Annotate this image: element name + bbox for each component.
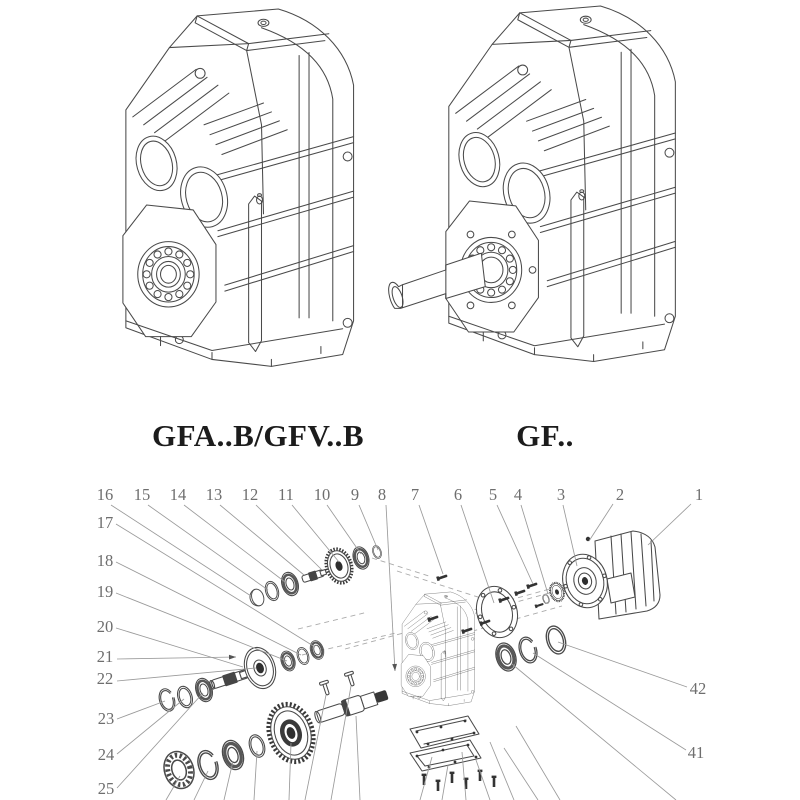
svg-text:6: 6: [454, 485, 462, 504]
callout-25: 25: [98, 692, 204, 798]
part-bearing: [277, 568, 303, 600]
part-bearing: [349, 543, 373, 573]
part-circlip: [515, 634, 541, 666]
svg-text:3: 3: [557, 485, 565, 504]
callout-13: 13: [206, 485, 305, 576]
callout-layer: 1234567891011121314151617181920212223242…: [97, 485, 707, 798]
callout-21: 21: [97, 647, 237, 666]
callout-12: 12: [242, 485, 322, 570]
callout-11: 11: [278, 485, 340, 563]
part-key: [343, 670, 358, 688]
callout-17: 17: [97, 513, 316, 648]
motor: [562, 530, 661, 620]
model-label-gfab: GFA..B/GFV..B: [151, 418, 365, 453]
part-ring-small: [541, 593, 551, 605]
gasket: [409, 715, 480, 749]
svg-text:9: 9: [351, 485, 359, 504]
svg-text:2: 2: [616, 485, 624, 504]
callout-9: 9: [351, 485, 379, 551]
part-shaft: [207, 666, 252, 692]
input-shaft-parts: [247, 543, 384, 609]
part-bearing: [277, 648, 299, 674]
svg-text:25: 25: [98, 779, 115, 798]
svg-text:13: 13: [206, 485, 223, 504]
model-label-gf: GF..: [516, 418, 574, 453]
svg-text:12: 12: [242, 485, 259, 504]
callout-16: 16: [97, 485, 252, 597]
svg-text:1: 1: [695, 485, 703, 504]
svg-text:18: 18: [97, 551, 114, 570]
part-gear: [320, 544, 358, 588]
part-output-gear: [262, 699, 320, 767]
gearbox-drawing-gfab: [122, 8, 355, 367]
svg-text:11: 11: [278, 485, 294, 504]
callout-41: 41: [532, 652, 705, 762]
svg-text:14: 14: [170, 485, 187, 504]
part-bolt: [514, 588, 526, 597]
svg-text:19: 19: [97, 582, 114, 601]
cropped-leader-lines: [165, 663, 677, 800]
svg-text:21: 21: [97, 647, 114, 666]
callout-4: 4: [514, 485, 549, 595]
callout-24: 24: [98, 698, 185, 764]
svg-text:5: 5: [489, 485, 497, 504]
part-ring: [294, 645, 312, 667]
svg-text:17: 17: [97, 513, 114, 532]
callout-23: 23: [98, 700, 166, 728]
svg-text:24: 24: [98, 745, 115, 764]
svg-text:4: 4: [514, 485, 522, 504]
callout-14: 14: [170, 485, 286, 583]
svg-text:41: 41: [688, 743, 705, 762]
svg-text:20: 20: [97, 617, 114, 636]
part-pinion-shaft: [300, 566, 328, 585]
output-shaft-parts: [159, 670, 391, 793]
svg-text:23: 23: [98, 709, 115, 728]
svg-text:22: 22: [97, 669, 114, 688]
svg-text:7: 7: [411, 485, 419, 504]
callout-18: 18: [97, 551, 302, 656]
part-circlip: [193, 747, 223, 783]
callout-3: 3: [557, 485, 578, 567]
callout-2: 2: [588, 485, 624, 542]
part-ring: [174, 683, 196, 711]
cover-screws: [421, 769, 497, 791]
exploded-housing: [400, 591, 475, 706]
part-output-shaft: [312, 686, 391, 727]
gearbox-drawing-gf: [388, 5, 676, 363]
part-ring: [542, 622, 570, 658]
callout-8: 8: [378, 485, 398, 672]
svg-text:42: 42: [690, 679, 707, 698]
callout-19: 19: [97, 582, 288, 662]
svg-text:16: 16: [97, 485, 114, 504]
callout-20: 20: [97, 617, 244, 668]
part-adapter-flange: [470, 580, 524, 644]
callout-15: 15: [134, 485, 269, 591]
callout-22: 22: [97, 667, 257, 688]
part-ball-bearing: [159, 748, 198, 793]
callout-42: 42: [557, 641, 707, 698]
callout-10: 10: [314, 485, 362, 555]
part-bearing: [306, 637, 328, 663]
svg-text:8: 8: [378, 485, 386, 504]
part-gear-disc: [238, 642, 282, 694]
callout-5: 5: [489, 485, 534, 585]
callout-6: 6: [454, 485, 495, 604]
intermediate-shaft-parts: [155, 637, 328, 714]
svg-text:10: 10: [314, 485, 331, 504]
part-bearing: [490, 638, 522, 676]
output-shaft: [388, 252, 486, 309]
part-bearing: [217, 736, 249, 774]
part-end-cap: [247, 587, 267, 609]
part-bolt: [436, 573, 448, 582]
callout-1: 1: [647, 485, 703, 546]
part-key: [318, 679, 333, 697]
part-seal-ring: [262, 579, 282, 603]
part-circlip: [155, 686, 179, 714]
callout-7: 7: [411, 485, 444, 575]
svg-text:15: 15: [134, 485, 151, 504]
